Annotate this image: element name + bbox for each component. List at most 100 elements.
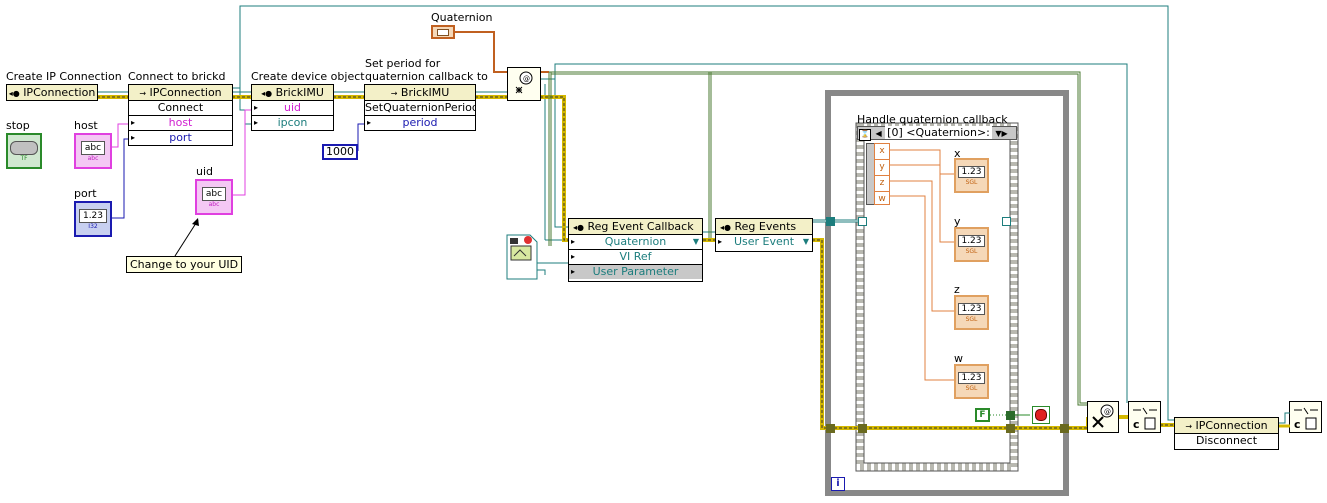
set-period-class-label: BrickIMU	[400, 86, 450, 99]
reg-event-callback-vi-ref[interactable]: VI Ref	[619, 250, 652, 263]
reg-event-callback-user-parameter[interactable]: User Parameter	[592, 265, 679, 278]
reg-event-callback-node[interactable]: ◂● Reg Event Callback ▸Quaternion▼ ▸VI R…	[568, 218, 703, 282]
final-wire	[1279, 412, 1290, 428]
destroy-user-event-node[interactable]: @	[1087, 401, 1119, 433]
label-z: z	[954, 283, 960, 296]
event-field-w[interactable]: w	[878, 194, 886, 204]
disconnect-method-label: Disconnect	[1195, 434, 1258, 447]
reg-event-callback-title: Reg Event Callback	[587, 220, 694, 233]
loop-tunnel-error-in	[826, 424, 835, 433]
host-control[interactable]: abc abc	[74, 133, 112, 169]
connect-method-node[interactable]: → IPConnection Connect ▸host ▸port	[128, 84, 233, 146]
label-create-ip-connection: Create IP Connection	[6, 70, 122, 83]
svg-text:@: @	[523, 75, 530, 83]
port-i32-tag: I32	[88, 222, 98, 230]
label-stop: stop	[6, 119, 30, 132]
stop-control[interactable]: TF	[6, 133, 42, 169]
z-indicator[interactable]: 1.23 SGL	[954, 295, 989, 330]
false-constant[interactable]: F	[975, 408, 990, 422]
event-tunnel-error-out	[1006, 424, 1015, 433]
disconnect-method-node[interactable]: → IPConnection Disconnect	[1174, 417, 1279, 450]
label-x: x	[954, 147, 961, 160]
label-connect-to-brickd: Connect to brickd	[128, 70, 226, 83]
z-indicator-sgl: SGL	[965, 315, 978, 323]
ipconnection-ctor-label: IPConnection	[23, 86, 96, 99]
while-loop-frame	[825, 90, 1069, 496]
host-string-glyph: abc	[80, 140, 106, 155]
event-case-selector-label: [0] <Quaternion>:	[885, 126, 992, 139]
label-port: port	[74, 187, 97, 200]
event-field-x[interactable]: x	[875, 144, 889, 160]
uid-str-tag: abc	[208, 200, 220, 208]
label-quaternion-control: Quaternion	[431, 11, 493, 24]
reg-events-node[interactable]: ◂● Reg Events ▸User Event▼	[715, 218, 813, 252]
connect-method-label: Connect	[129, 101, 232, 116]
close-reference-node[interactable]: c	[1128, 401, 1161, 433]
brickimu-ipcon-terminal[interactable]: ipcon	[277, 116, 308, 129]
brickimu-constructor-node[interactable]: ◂● BrickIMU ▸uid ▸ipcon	[251, 84, 334, 131]
brickimu-uid-terminal[interactable]: uid	[283, 101, 301, 114]
set-period-period-terminal[interactable]: period	[402, 116, 438, 129]
label-uid: uid	[196, 165, 214, 178]
label-host: host	[74, 119, 98, 132]
y-indicator[interactable]: 1.23 SGL	[954, 227, 989, 262]
reg-events-title: Reg Events	[734, 220, 797, 233]
y-indicator-glyph: 1.23	[958, 234, 985, 247]
period-constant[interactable]: 1000	[322, 144, 358, 160]
loop-tunnel-event-reg	[826, 217, 835, 226]
reg-event-callback-quaternion[interactable]: Quaternion	[604, 235, 667, 248]
event-reg-input-terminal	[858, 217, 867, 226]
ipconnection-constructor-node[interactable]: ◂● IPConnection	[6, 84, 98, 101]
loop-stop-terminal[interactable]	[1032, 406, 1050, 424]
port-numeric-glyph: 1.23	[78, 208, 108, 223]
event-tunnel-bool-out	[1006, 411, 1015, 420]
stop-bool-tag: TF	[20, 154, 28, 162]
reg-events-user-event[interactable]: User Event	[733, 235, 795, 248]
z-indicator-glyph: 1.23	[958, 302, 985, 315]
close-reference-icon: c	[1133, 407, 1157, 431]
final-close-reference-icon: c	[1294, 407, 1318, 431]
create-user-event-node[interactable]: @	[507, 67, 541, 101]
w-indicator-glyph: 1.23	[958, 371, 985, 384]
event-tunnel-error-in	[858, 424, 867, 433]
x-indicator-sgl: SGL	[965, 178, 978, 186]
label-handle-quaternion-callback: Handle quaternion callback	[857, 113, 1008, 126]
host-str-tag: abc	[87, 154, 99, 162]
change-uid-callout: Change to your UID	[126, 256, 243, 273]
destroy-user-event-icon: @	[1092, 404, 1114, 428]
label-create-device-object: Create device object	[251, 70, 365, 83]
loop-tunnel-error-out	[1060, 424, 1069, 433]
event-reg-output-terminal	[1002, 217, 1011, 226]
w-indicator[interactable]: 1.23 SGL	[954, 364, 989, 399]
event-case-selector[interactable]: ⌛ ◀ [0] <Quaternion>: ▼▶	[857, 126, 1017, 141]
quaternion-control[interactable]	[431, 25, 455, 39]
set-quaternion-period-node[interactable]: → BrickIMU SetQuaternionPeriod ▸period	[364, 84, 476, 131]
set-period-method-label: SetQuaternionPeriod	[365, 101, 475, 116]
event-field-y[interactable]: y	[875, 160, 889, 176]
final-close-reference-node[interactable]: c	[1289, 401, 1322, 433]
y-indicator-sgl: SGL	[965, 247, 978, 255]
label-w: w	[954, 352, 963, 365]
svg-text:c: c	[1133, 418, 1140, 431]
create-user-event-icon: @	[515, 71, 533, 94]
label-y: y	[954, 215, 961, 228]
brickimu-ctor-label: BrickIMU	[275, 86, 324, 99]
connect-port-terminal[interactable]: port	[169, 131, 192, 144]
disconnect-class-label: IPConnection	[1195, 419, 1268, 432]
event-data-node[interactable]: x y z w	[874, 143, 890, 205]
x-indicator[interactable]: 1.23 SGL	[954, 158, 989, 193]
loop-iteration-terminal: i	[831, 477, 845, 491]
label-set-period: Set period for quaternion callback to 1s	[365, 57, 488, 96]
connect-host-terminal[interactable]: host	[168, 116, 193, 129]
uid-control[interactable]: abc abc	[195, 179, 233, 215]
svg-text:c: c	[1294, 418, 1301, 431]
event-field-z[interactable]: z	[875, 176, 889, 192]
svg-text:@: @	[1104, 408, 1111, 416]
uid-string-glyph: abc	[201, 186, 227, 201]
w-indicator-sgl: SGL	[965, 384, 978, 392]
event-timeout-icon: ⌛	[859, 129, 871, 141]
vi-reference-icon[interactable]	[506, 234, 538, 280]
connect-class-label: IPConnection	[149, 86, 222, 99]
port-control[interactable]: 1.23 I32	[74, 201, 112, 237]
